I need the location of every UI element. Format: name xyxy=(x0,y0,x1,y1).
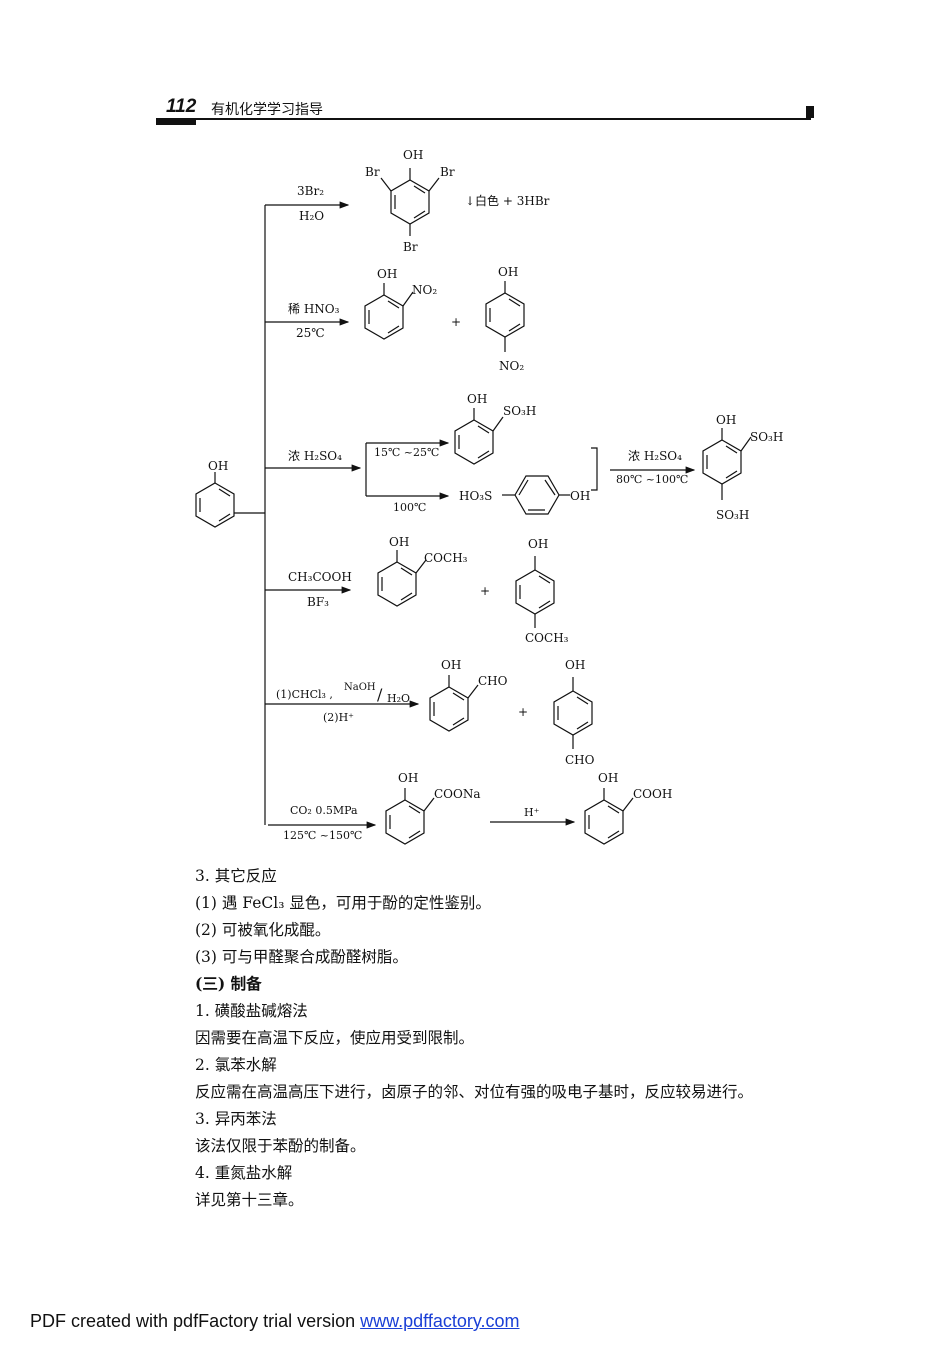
r2-a-oh: OH xyxy=(377,267,397,281)
r5-reagent-bottom: (2)H⁺ xyxy=(323,711,354,724)
r4-reagent-bottom: BF₃ xyxy=(307,595,329,609)
r6-sodium-salicylate-ring xyxy=(385,788,435,845)
r5-ortho-aldehyde-ring xyxy=(429,675,479,732)
r2-para-nitrophenol-ring xyxy=(485,281,525,352)
r3-cond-high: 100℃ xyxy=(393,501,426,514)
r1-br-bottom: Br xyxy=(403,240,418,254)
method-description: 反应需在高温高压下进行，卤原子的邻、对位有强的吸电子基时，反应较易进行。 xyxy=(195,1083,754,1101)
r4-b-sub: COCH₃ xyxy=(525,631,569,645)
r4-plus: + xyxy=(480,584,490,598)
phenol-ring xyxy=(195,472,235,528)
r6-b-sub: COOH xyxy=(633,787,672,801)
r5-para-aldehyde-ring xyxy=(553,677,593,749)
footer-text: PDF created with pdfFactory trial versio… xyxy=(30,1311,361,1331)
r3-cond-low: 15℃ ~25℃ xyxy=(374,446,439,459)
method-heading: 2. 氯苯水解 xyxy=(195,1056,277,1074)
r4-reagent-top: CH₃COOH xyxy=(288,570,352,584)
r3-c-oh: OH xyxy=(716,413,736,427)
method-heading: 3. 异丙苯法 xyxy=(195,1110,277,1128)
r4-b-oh: OH xyxy=(528,537,548,551)
r5-b-sub: CHO xyxy=(565,753,595,767)
r2-ortho-nitrophenol-ring xyxy=(364,283,414,340)
method-description: 该法仅限于苯酚的制备。 xyxy=(195,1137,366,1155)
header-rule xyxy=(156,118,811,120)
r3-a-sub: SO₃H xyxy=(503,404,536,418)
r5-a-oh: OH xyxy=(441,658,461,672)
r1-br-left: Br xyxy=(365,165,380,179)
r6-reagent-top: CO₂ 0.5MPa xyxy=(290,804,358,817)
r6-arrow2-label: H⁺ xyxy=(524,806,540,819)
r3-disulfonic-ring xyxy=(702,428,752,500)
r6-a-sub: COONa xyxy=(434,787,481,801)
r3-c-sub2: SO₃H xyxy=(716,508,749,522)
method-description: 因需要在高温下反应，使应用受到限制。 xyxy=(195,1029,475,1047)
r6-reagent-bottom: 125℃ ~150℃ xyxy=(283,829,362,842)
r4-a-sub: COCH₃ xyxy=(424,551,468,565)
header-bar xyxy=(156,120,196,125)
r6-a-oh: OH xyxy=(398,771,418,785)
r3-para-sulfonic-ring xyxy=(502,475,570,515)
r2-reagent-bottom: 25℃ xyxy=(296,326,325,340)
r5-plus: + xyxy=(518,705,528,719)
r4-a-oh: OH xyxy=(389,535,409,549)
page-number: 112 xyxy=(166,96,197,117)
r3-c-sub1: SO₃H xyxy=(750,430,783,444)
r3-bracket xyxy=(591,447,598,491)
r3-b-right: OH xyxy=(570,489,590,503)
r3-reagent: 浓 H₂SO₄ xyxy=(288,449,342,463)
r1-br-right: Br xyxy=(440,165,455,179)
r6-b-oh: OH xyxy=(598,771,618,785)
r1-note: ↓白色 + 3HBr xyxy=(465,193,550,208)
r6-salicylic-acid-ring xyxy=(584,788,634,845)
r5-reagent-c: / xyxy=(377,685,383,704)
header-end-mark xyxy=(806,106,814,118)
r3-b-left: HO₃S xyxy=(459,489,492,503)
list-item: (3) 可与甲醛聚合成酚醛树脂。 xyxy=(195,948,408,966)
r5-reagent-b: NaOH xyxy=(344,682,376,693)
r2-reagent-top: 稀 HNO₃ xyxy=(288,302,340,316)
section-heading-preparation: (三) 制备 xyxy=(195,974,262,993)
method-description: 详见第十三章。 xyxy=(195,1191,304,1209)
phenol-oh-label: OH xyxy=(208,459,228,473)
r3-reagent2-top: 浓 H₂SO₄ xyxy=(628,449,682,463)
r4-ortho-acetyl-ring xyxy=(377,550,427,607)
r2-a-sub: NO₂ xyxy=(412,283,437,297)
running-title: 有机化学学习指导 xyxy=(211,102,323,118)
r4-para-acetyl-ring xyxy=(515,556,555,628)
list-item: (2) 可被氧化成醌。 xyxy=(195,921,331,939)
pdf-footer: PDF created with pdfFactory trial versio… xyxy=(30,1311,520,1332)
method-heading: 1. 磺酸盐碱熔法 xyxy=(195,1002,308,1020)
r5-a-sub: CHO xyxy=(478,674,508,688)
r3-ortho-sulfonic-ring xyxy=(454,408,504,465)
r3-reagent2-bottom: 80℃ ~100℃ xyxy=(616,473,688,486)
pdffactory-link[interactable]: www.pdffactory.com xyxy=(360,1311,520,1331)
r1-reagent-top: 3Br₂ xyxy=(297,184,324,198)
r5-b-oh: OH xyxy=(565,658,585,672)
method-heading: 4. 重氮盐水解 xyxy=(195,1164,293,1182)
section-heading-other-reactions: 3. 其它反应 xyxy=(195,867,277,885)
r2-plus: + xyxy=(451,315,461,329)
r2-b-sub: NO₂ xyxy=(499,359,524,373)
list-item: (1) 遇 FeCl₃ 显色，可用于酚的定性鉴别。 xyxy=(195,894,491,912)
r5-reagent-d: H₂O xyxy=(387,692,410,705)
phenol-reaction-scheme: OH 3Br₂ H₂O OH Br Br Br ↓白色 + 3HBr 稀 HNO… xyxy=(195,148,783,845)
r2-b-oh: OH xyxy=(498,265,518,279)
r5-reagent-a: (1)CHCl₃ , xyxy=(276,688,333,701)
r1-product-ring xyxy=(380,168,440,236)
r3-a-oh: OH xyxy=(467,392,487,406)
r1-reagent-bottom: H₂O xyxy=(299,209,324,223)
r1-oh: OH xyxy=(403,148,423,162)
